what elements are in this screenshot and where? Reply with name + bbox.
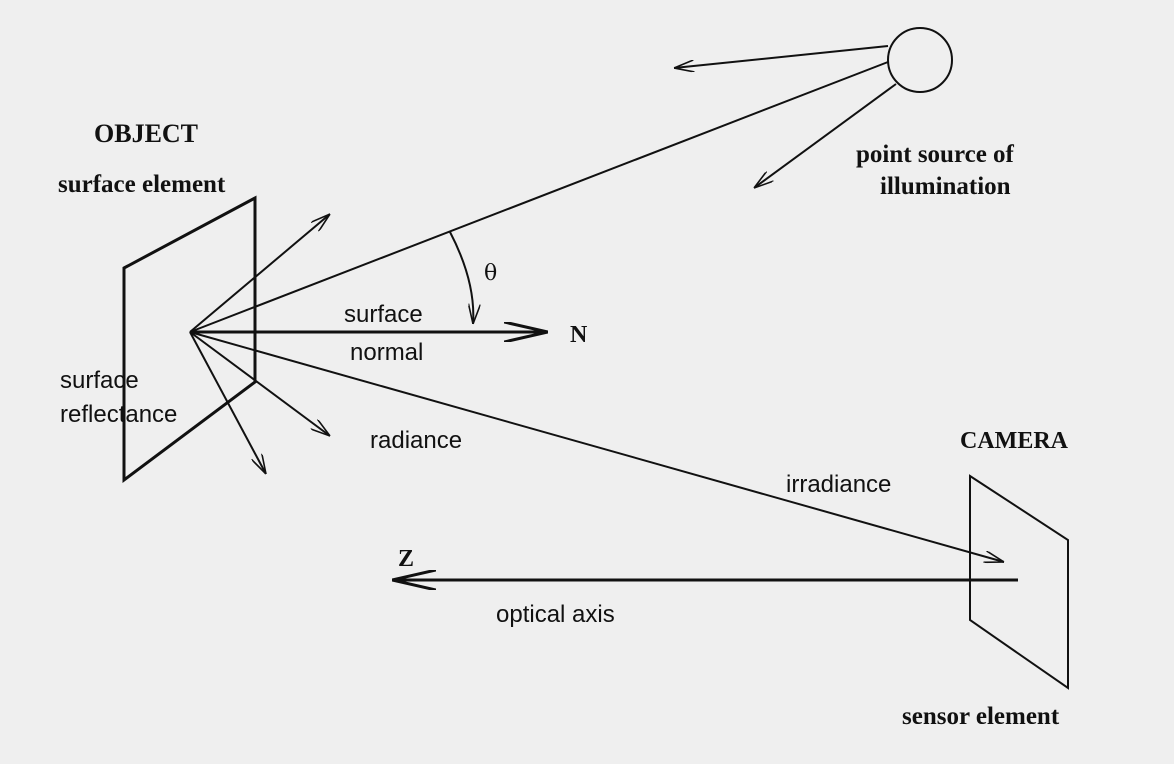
point-source-circle bbox=[887, 27, 953, 93]
surface-reflectance-label-line2: reflectance bbox=[60, 401, 177, 428]
camera-sensor-element bbox=[969, 474, 1069, 690]
source-ray-down bbox=[754, 83, 897, 188]
point-source-label-line1: point source of bbox=[856, 141, 1015, 168]
surface-element-label: surface element bbox=[58, 171, 226, 198]
theta-arc bbox=[449, 231, 473, 324]
incident-ray bbox=[189, 61, 889, 333]
sensor-element-label: sensor element bbox=[902, 703, 1060, 730]
source-ray-left bbox=[674, 45, 889, 68]
radiance-label: radiance bbox=[370, 427, 462, 454]
camera-label: CAMERA bbox=[960, 428, 1069, 454]
object-surface-element bbox=[122, 195, 257, 483]
normal-n-label: N bbox=[570, 322, 588, 348]
object-label: OBJECT bbox=[94, 119, 198, 148]
radiance-ray-2 bbox=[189, 331, 330, 436]
optical-axis-z-label: Z bbox=[398, 546, 414, 572]
point-source-label-line2: illumination bbox=[880, 173, 1011, 200]
surface-normal-label-line1: surface bbox=[344, 301, 423, 328]
surface-normal-label-line2: normal bbox=[350, 339, 423, 366]
surface-reflectance-label-line1: surface bbox=[60, 367, 139, 394]
irradiance-ray bbox=[189, 331, 1004, 562]
optical-axis-label: optical axis bbox=[496, 601, 615, 628]
radiance-ray-1 bbox=[189, 214, 330, 333]
theta-label: θ bbox=[484, 261, 497, 286]
radiance-ray-3 bbox=[189, 331, 266, 474]
irradiance-label: irradiance bbox=[786, 471, 891, 498]
